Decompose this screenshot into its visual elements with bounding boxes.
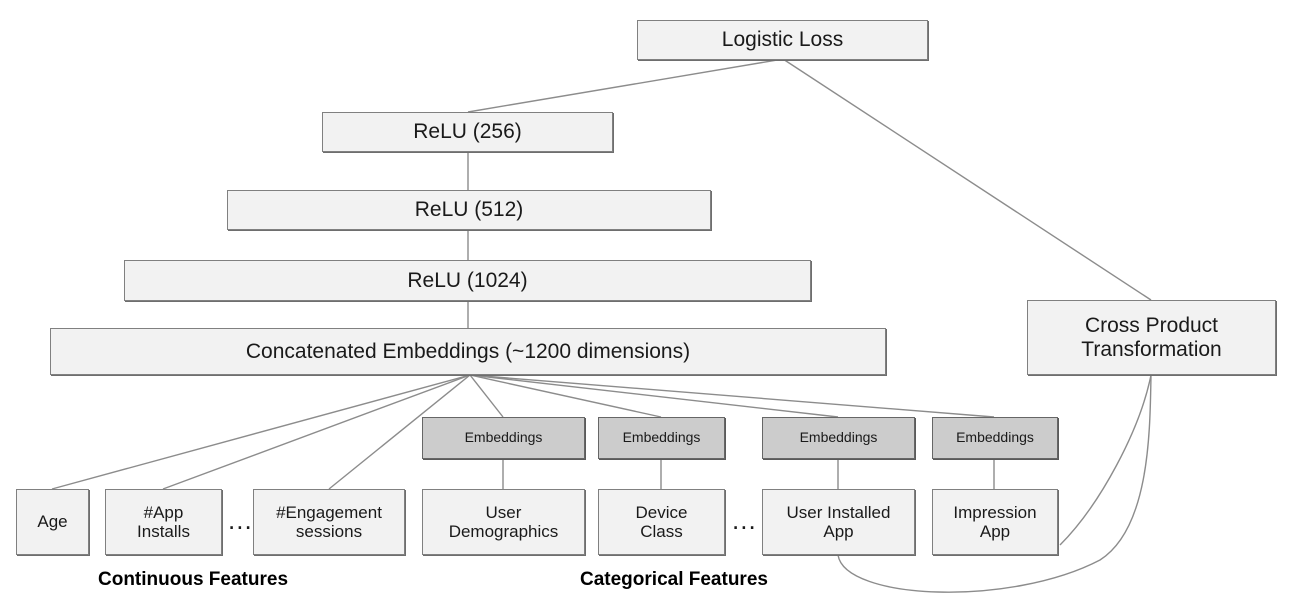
node-embeddings-user-installed-app[interactable]: Embeddings — [762, 417, 915, 459]
edge-loss-to-crossproduct — [782, 58, 1152, 301]
node-relu-256[interactable]: ReLU (256) — [322, 112, 613, 152]
node-embeddings-user-demographics[interactable]: Embeddings — [422, 417, 585, 459]
node-feature-user-demographics[interactable]: User Demographics — [422, 489, 585, 555]
node-feature-age[interactable]: Age — [16, 489, 89, 555]
edge-user-installed-app-to-crossproduct — [837, 374, 1152, 593]
edge-concat-to-emb4 — [469, 374, 995, 418]
node-relu-1024[interactable]: ReLU (1024) — [124, 260, 811, 301]
ellipsis-categorical: ... — [732, 505, 757, 535]
edge-concat-to-emb1 — [469, 374, 504, 418]
node-feature-engagement-sessions[interactable]: #Engagement sessions — [253, 489, 405, 555]
ellipsis-continuous: ... — [228, 505, 253, 535]
node-embeddings-device-class[interactable]: Embeddings — [598, 417, 725, 459]
node-relu-512[interactable]: ReLU (512) — [227, 190, 711, 230]
node-logistic-loss[interactable]: Logistic Loss — [637, 20, 928, 60]
group-label-categorical-features: Categorical Features — [580, 569, 768, 590]
node-feature-user-installed-app[interactable]: User Installed App — [762, 489, 915, 555]
node-feature-device-class[interactable]: Device Class — [598, 489, 725, 555]
node-cross-product-transformation[interactable]: Cross Product Transformation — [1027, 300, 1276, 375]
node-feature-app-installs[interactable]: #App Installs — [105, 489, 222, 555]
node-embeddings-impression-app[interactable]: Embeddings — [932, 417, 1058, 459]
group-label-continuous-features: Continuous Features — [98, 569, 289, 590]
edge-concat-to-emb2 — [469, 374, 662, 418]
edge-impression-app-to-crossproduct — [1059, 374, 1152, 546]
edge-loss-to-relu256 — [467, 58, 784, 113]
node-concatenated-embeddings[interactable]: Concatenated Embeddings (~1200 dimension… — [50, 328, 886, 375]
edge-concat-to-age — [51, 374, 471, 490]
edge-concat-to-emb3 — [469, 374, 839, 418]
node-feature-impression-app[interactable]: Impression App — [932, 489, 1058, 555]
